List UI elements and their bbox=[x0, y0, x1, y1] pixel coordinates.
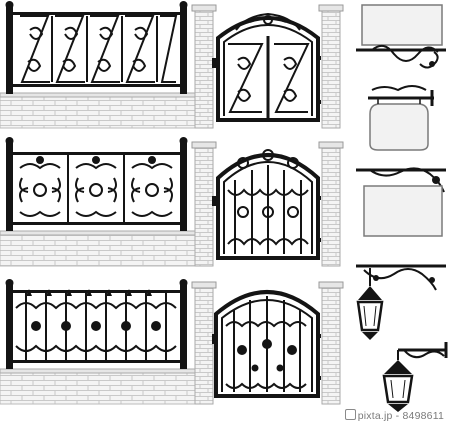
lantern-hanging bbox=[356, 268, 384, 340]
fence-post bbox=[180, 142, 187, 231]
fence-flower-lattice bbox=[0, 279, 196, 405]
zigzag-scroll-pattern bbox=[20, 15, 178, 83]
brick-wall bbox=[0, 371, 196, 405]
gate-domed-flower bbox=[212, 290, 321, 398]
pillar bbox=[318, 4, 344, 129]
sign-rounded-bracket bbox=[368, 85, 434, 151]
watermark: pixta.jp - 8498611 bbox=[344, 409, 444, 422]
lantern-bracket bbox=[382, 342, 448, 412]
lock-plate bbox=[212, 196, 218, 206]
watermark-site: pixta.jp bbox=[357, 410, 393, 422]
brick-wall bbox=[0, 95, 196, 129]
fence-post bbox=[6, 142, 13, 231]
watermark-separator: - bbox=[392, 410, 403, 422]
fence-zigzag-scroll bbox=[0, 1, 196, 129]
scroll-bracket-empty bbox=[356, 264, 446, 291]
gate-domed-circle bbox=[212, 149, 321, 260]
fence-post bbox=[6, 284, 13, 369]
sign-rectangular-hanging bbox=[356, 4, 446, 69]
wall-cap bbox=[0, 368, 196, 374]
sign-square-bracket bbox=[356, 167, 446, 237]
pillar bbox=[318, 141, 344, 267]
wall-cap bbox=[0, 230, 196, 236]
lock-plate bbox=[212, 58, 218, 68]
watermark-id: 8498611 bbox=[402, 410, 444, 422]
pillar bbox=[191, 141, 217, 267]
fence-circle-scroll bbox=[0, 137, 196, 267]
gate-arched-zigzag bbox=[212, 12, 321, 122]
lock-plate bbox=[212, 334, 218, 344]
fence-post bbox=[180, 284, 187, 369]
fence-post bbox=[180, 6, 187, 94]
pillar bbox=[318, 281, 344, 405]
fence-post bbox=[6, 6, 13, 94]
pillar bbox=[191, 4, 217, 129]
pixta-logo-icon bbox=[344, 409, 356, 420]
wall-cap bbox=[0, 92, 196, 98]
pillar bbox=[191, 281, 217, 405]
brick-wall bbox=[0, 233, 196, 267]
